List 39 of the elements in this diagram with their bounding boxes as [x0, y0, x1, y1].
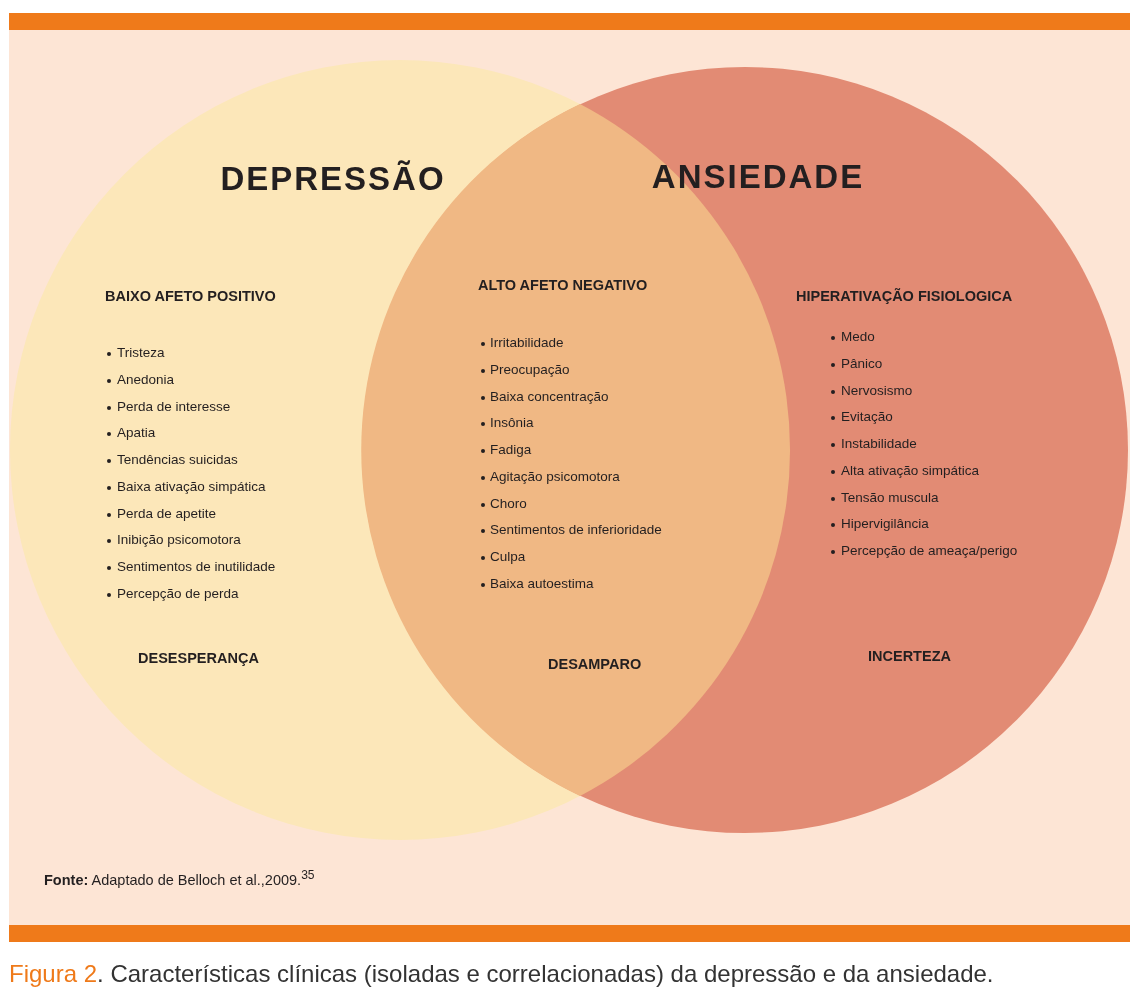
list-item: Irritabilidade	[490, 335, 564, 350]
figure-caption: Figura 2. Características clínicas (isoladas e correlacionadas) da depressão e da ansiedade.	[9, 960, 994, 988]
list-item: Pânico	[841, 355, 883, 371]
list-item: Preocupação	[490, 361, 570, 377]
list-item: Nervosismo	[841, 382, 913, 398]
list-item: Perda de apetite	[117, 505, 217, 521]
list-item: Evitação	[841, 409, 893, 425]
source-note: Fonte: Adaptado de Belloch et al.,2009.$^{35}$	[44, 868, 315, 888]
list-item: Baixa autoestima	[490, 575, 594, 591]
section-heading: BAIXO AFETO POSITIVO	[105, 288, 276, 304]
section-footer: INCERTEZA	[868, 648, 951, 664]
list-item: Insônia	[490, 415, 534, 431]
list-item: Tensão muscula	[841, 489, 939, 505]
list-item: Fadiga	[490, 442, 532, 457]
list-item: Alta ativação simpática	[841, 462, 980, 478]
list-item: Tendências suicidas	[117, 452, 238, 467]
list-item: Choro	[490, 495, 527, 511]
list-item: Sentimentos de inutilidade	[117, 559, 276, 574]
circle-title: ANSIEDADE	[651, 158, 865, 196]
list-item: Inibição psicomotora	[117, 532, 241, 548]
list-item: Agitação psicomotora	[490, 468, 620, 484]
list-item: Baixa ativação simpática	[117, 478, 266, 494]
list-item: Culpa	[490, 549, 526, 564]
list-item: Tristeza	[117, 345, 165, 360]
list-item: Baixa concentração	[490, 388, 609, 404]
section-heading: HIPERATIVAÇÃO FISIOLOGICA	[796, 288, 1013, 304]
list-item: Percepção de perda	[117, 585, 239, 601]
list-item: Perda de interesse	[117, 398, 231, 414]
list-item: Apatia	[117, 425, 156, 441]
list-item: Medo	[841, 329, 875, 344]
list-item: Sentimentos de inferioridade	[490, 522, 662, 538]
list-item: Percepção de ameaça/perigo	[841, 543, 1018, 558]
list-item: Instabilidade	[841, 436, 917, 451]
section-footer: DESESPERANÇA	[138, 650, 259, 666]
section-heading: ALTO AFETO NEGATIVO	[478, 277, 648, 293]
section-footer: DESAMPARO	[548, 656, 642, 672]
list-item: Anedonia	[117, 371, 175, 387]
circle-title: DEPRESSÃO	[220, 160, 446, 198]
list-item: Hipervigilância	[841, 516, 929, 532]
